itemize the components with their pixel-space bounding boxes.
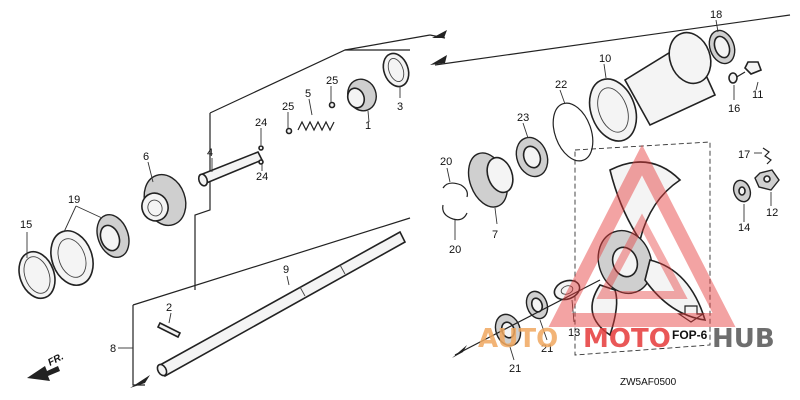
part-16-washer — [728, 72, 738, 84]
assembly-frame-shaft — [132, 34, 446, 386]
part-15-oring — [18, 250, 56, 300]
part-9-propshaft — [156, 230, 407, 378]
part-24-small — [258, 145, 264, 165]
callout-c5: 5 — [305, 88, 311, 100]
callout-c18: 18 — [710, 9, 722, 21]
watermark-text-moto: MOTO — [583, 324, 671, 354]
part-17-pin — [762, 147, 772, 165]
fr-arrow-icon — [27, 366, 60, 381]
part-6-gear — [141, 173, 187, 227]
callout-c1: 1 — [365, 120, 371, 132]
callout-c15: 15 — [20, 219, 32, 231]
part-7-bevelgear — [467, 152, 514, 208]
part-1-clutch — [346, 78, 377, 112]
part-23-bearing — [515, 136, 549, 178]
callout-c10: 10 — [599, 53, 611, 65]
callout-c14: 14 — [738, 222, 750, 234]
callout-c24b: 24 — [256, 171, 268, 183]
callouts: 1234567891011121314151617181920202121222… — [20, 9, 778, 375]
part-21-spacer-a — [525, 290, 549, 320]
callout-c21a: 21 — [541, 343, 553, 355]
fr-label: FR. — [46, 351, 65, 368]
callout-c20a: 20 — [440, 156, 452, 168]
watermark: AUTO MOTO HUB — [478, 144, 775, 354]
assembly-frame-propeller — [574, 141, 711, 356]
part-25-balls — [285, 101, 336, 135]
callout-c25b: 25 — [326, 75, 338, 87]
callout-c19: 19 — [68, 194, 80, 206]
callout-c6: 6 — [143, 151, 149, 163]
callout-c24a: 24 — [255, 117, 267, 129]
diagram-code: ZW5AF0500 — [620, 377, 677, 388]
callout-c12: 12 — [766, 207, 778, 219]
callout-c25a: 25 — [282, 101, 294, 113]
callout-c9: 9 — [283, 264, 289, 276]
part-22-oring — [552, 102, 594, 162]
watermark-text-auto: AUTO — [478, 324, 558, 354]
part-12-nut — [754, 169, 780, 191]
callout-c4: 4 — [207, 147, 213, 159]
leader-lines — [26, 19, 772, 361]
part-2-pin — [156, 321, 182, 339]
fop-arrow — [677, 305, 705, 323]
part-21-spacer-b — [494, 313, 522, 347]
part-19-bearing — [50, 213, 130, 286]
callout-c21b: 21 — [509, 363, 521, 375]
fop-label: FOP-6 — [672, 328, 708, 342]
part-5-spring — [297, 120, 335, 132]
part-20-clips — [442, 182, 468, 221]
callout-c3: 3 — [397, 101, 403, 113]
watermark-triangle — [548, 144, 736, 327]
part-3-ring — [382, 52, 410, 88]
part-18-bearing — [708, 29, 736, 65]
callout-c16: 16 — [728, 103, 740, 115]
callout-c13: 13 — [568, 327, 580, 339]
callout-c20b: 20 — [449, 244, 461, 256]
axis-lines — [130, 14, 791, 388]
callout-c11: 11 — [752, 89, 763, 101]
watermark-text-hub: HUB — [712, 324, 775, 354]
part-10-holder — [588, 31, 717, 142]
callout-c22: 22 — [555, 79, 567, 91]
callout-c17: 17 — [738, 149, 750, 161]
callout-c2: 2 — [166, 302, 172, 314]
propeller — [591, 161, 707, 337]
part-11-bolt — [734, 61, 763, 79]
callout-c23: 23 — [517, 112, 529, 124]
callout-c8: 8 — [110, 343, 116, 355]
callout-c7: 7 — [492, 229, 498, 241]
part-14-washer — [732, 179, 752, 203]
part-13-spacer — [553, 279, 581, 301]
